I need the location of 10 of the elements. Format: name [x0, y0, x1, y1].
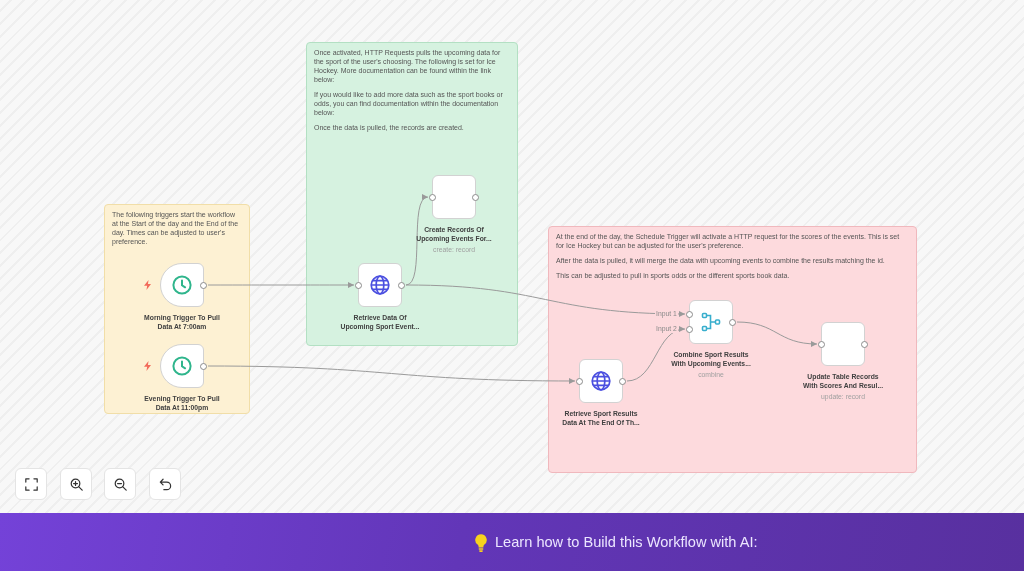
sticky-note	[548, 226, 917, 473]
connector-arrow	[626, 326, 686, 382]
connector-arrow	[207, 282, 355, 288]
footer-text: Learn how to Build this Workflow with AI:	[495, 533, 758, 551]
connector-arrow	[207, 365, 576, 384]
sticky-note	[306, 42, 518, 346]
connector-arrow	[736, 321, 818, 347]
connector-arrow	[405, 284, 686, 317]
connector-arrow	[405, 196, 429, 286]
sticky-note	[104, 204, 250, 414]
